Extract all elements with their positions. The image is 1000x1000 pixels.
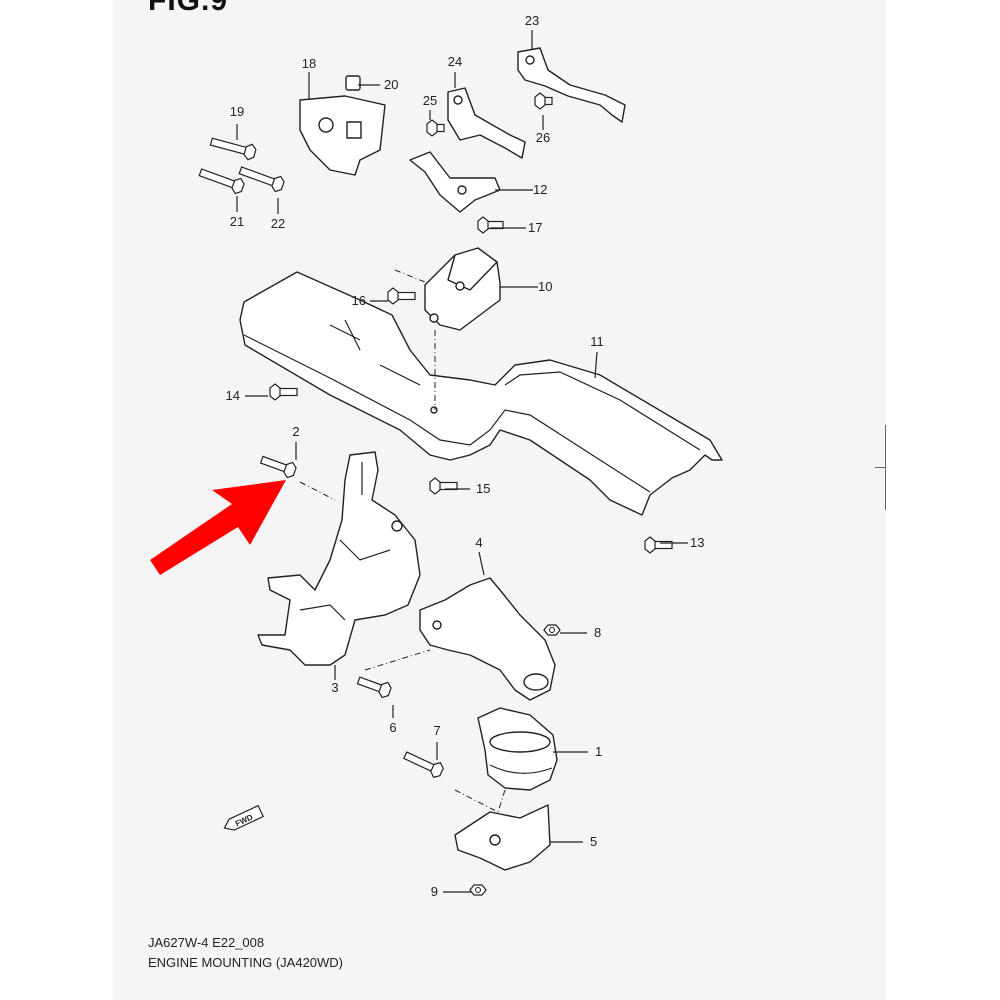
fasteners [198, 92, 673, 896]
part-23-bracket[interactable] [517, 47, 626, 123]
part-5-mount-base-bracket[interactable] [454, 804, 551, 871]
part-label-1[interactable]: 1 [595, 744, 602, 759]
part-label-13[interactable]: 13 [690, 535, 704, 550]
bolt-part-16[interactable] [387, 287, 416, 305]
bolt-part-21[interactable] [198, 165, 246, 195]
part-label-25[interactable]: 25 [423, 93, 437, 108]
bolt-part-19[interactable] [209, 134, 257, 161]
hex-head-icon [378, 681, 392, 699]
bolt-part-8[interactable] [543, 624, 561, 636]
bolt-part-22[interactable] [238, 163, 286, 193]
hex-head-icon [283, 461, 297, 479]
part-label-8[interactable]: 8 [594, 625, 601, 640]
part-label-15[interactable]: 15 [476, 481, 490, 496]
diagram-caption: ENGINE MOUNTING (JA420WD) [148, 955, 344, 970]
bolt-part-25[interactable] [426, 119, 445, 137]
bolt-part-7[interactable] [402, 748, 445, 779]
hex-head-icon [387, 287, 399, 305]
bolt-part-6[interactable] [356, 673, 392, 699]
part-label-14[interactable]: 14 [226, 388, 240, 403]
part-label-22[interactable]: 22 [271, 216, 285, 231]
bolt-part-15[interactable] [429, 477, 458, 495]
hex-head-icon [271, 175, 285, 193]
leader-line-4 [478, 551, 485, 576]
part-20-collar[interactable] [345, 75, 361, 91]
part-label-12[interactable]: 12 [533, 182, 547, 197]
hex-head-icon [426, 119, 438, 137]
part-label-6[interactable]: 6 [389, 720, 396, 735]
leader-lines [236, 30, 688, 893]
hex-head-icon [534, 92, 546, 110]
bolt-part-14[interactable] [269, 383, 298, 401]
hex-head-icon [469, 884, 487, 896]
hex-head-icon [430, 762, 444, 778]
bolt-part-13[interactable] [644, 536, 673, 554]
diagram-code: JA627W-4 E22_008 [148, 935, 265, 950]
part-label-24[interactable]: 24 [448, 54, 462, 69]
part-label-23[interactable]: 23 [525, 13, 539, 28]
part-label-17[interactable]: 17 [528, 220, 542, 235]
part-label-26[interactable]: 26 [536, 130, 550, 145]
fwd-direction-badge: FWD [223, 804, 265, 831]
hex-head-icon [269, 383, 281, 401]
bolt-part-9[interactable] [469, 884, 487, 896]
bolt-part-26[interactable] [534, 92, 553, 110]
page-edge-tick [875, 467, 886, 468]
leader-line-11 [594, 351, 598, 379]
part-label-21[interactable]: 21 [230, 214, 244, 229]
part-label-2[interactable]: 2 [292, 424, 299, 439]
part-label-18[interactable]: 18 [302, 56, 316, 71]
part-11-transmission-crossmember[interactable] [239, 271, 723, 516]
hex-head-icon [644, 536, 656, 554]
hex-head-icon [477, 216, 489, 234]
highlight-arrow [150, 480, 286, 575]
part-label-4[interactable]: 4 [475, 535, 482, 550]
part-label-11[interactable]: 11 [590, 334, 604, 349]
hex-head-icon [543, 624, 561, 636]
part-label-16[interactable]: 16 [352, 293, 366, 308]
part-label-10[interactable]: 10 [538, 279, 552, 294]
nut-hole [475, 887, 481, 893]
part-label-19[interactable]: 19 [230, 104, 244, 119]
part-1-engine-mount-cushion[interactable] [477, 707, 558, 791]
part-label-20[interactable]: 20 [384, 77, 398, 92]
hex-head-icon [243, 143, 257, 161]
hex-head-icon [429, 477, 441, 495]
alignment-line [299, 269, 506, 813]
bolt-part-2[interactable] [259, 452, 297, 479]
part-label-5[interactable]: 5 [590, 834, 597, 849]
part-3-engine-mount-bracket[interactable] [257, 451, 421, 666]
part-label-7[interactable]: 7 [433, 723, 440, 738]
part-24-bracket[interactable] [447, 87, 526, 159]
part-label-3[interactable]: 3 [331, 680, 338, 695]
hex-head-icon [231, 177, 245, 195]
part-12-bracket[interactable] [409, 151, 501, 213]
part-18-rear-mount-bracket[interactable] [299, 95, 386, 176]
figure-title: FIG.9 [148, 0, 229, 17]
nut-hole [549, 627, 555, 633]
part-label-9[interactable]: 9 [431, 884, 438, 899]
part-4-mount-arm-bracket[interactable] [419, 577, 556, 701]
part-10-transmission-mount[interactable] [424, 247, 501, 331]
bolt-part-17[interactable] [477, 216, 504, 234]
